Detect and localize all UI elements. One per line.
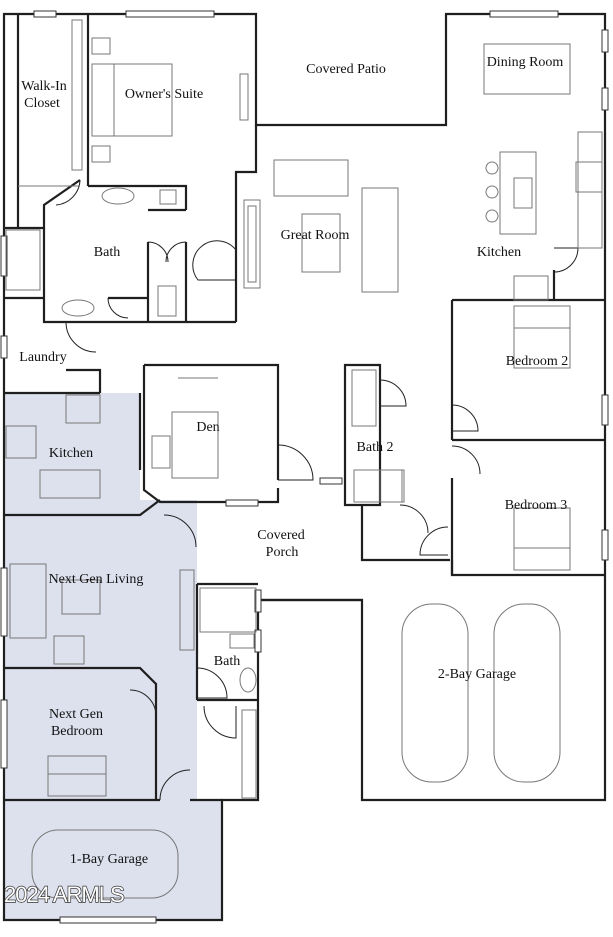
label-great-room: Great Room	[281, 228, 350, 243]
interior-walls	[4, 14, 605, 802]
label-nextgen-bath: Bath	[214, 654, 240, 669]
label-bath: Bath	[94, 245, 120, 260]
doors	[55, 179, 579, 801]
label-covered-porch-1: Covered	[257, 528, 304, 543]
label-bath-2: Bath 2	[357, 440, 394, 455]
exterior-walls	[2, 12, 607, 922]
label-nextgen-bedroom-1: Next Gen	[49, 707, 103, 722]
label-owners-suite: Owner's Suite	[125, 87, 203, 102]
furniture	[5, 19, 603, 899]
nextgen-suite-shading	[4, 393, 222, 920]
label-walk-in-closet-2: Closet	[24, 96, 60, 111]
label-den: Den	[196, 420, 219, 435]
label-1bay-garage: 1-Bay Garage	[70, 852, 148, 867]
label-nextgen-bedroom-2: Bedroom	[51, 724, 103, 739]
label-dining-room: Dining Room	[487, 55, 564, 70]
label-walk-in-closet-1: Walk-In	[21, 79, 67, 94]
label-bedroom-3: Bedroom 3	[505, 498, 568, 513]
label-covered-porch-2: Porch	[266, 545, 299, 560]
label-kitchen: Kitchen	[477, 245, 521, 260]
watermark: 2024 ARMLS	[4, 882, 124, 907]
label-2bay-garage: 2-Bay Garage	[438, 667, 516, 682]
label-laundry: Laundry	[19, 350, 66, 365]
label-nextgen-living: Next Gen Living	[49, 572, 144, 587]
label-covered-patio: Covered Patio	[306, 62, 386, 77]
label-nextgen-kitchen: Kitchen	[49, 446, 93, 461]
room-labels: Walk-In Closet Owner's Suite Covered Pat…	[19, 55, 568, 867]
label-bedroom-2: Bedroom 2	[506, 354, 569, 369]
windows	[0, 10, 609, 924]
